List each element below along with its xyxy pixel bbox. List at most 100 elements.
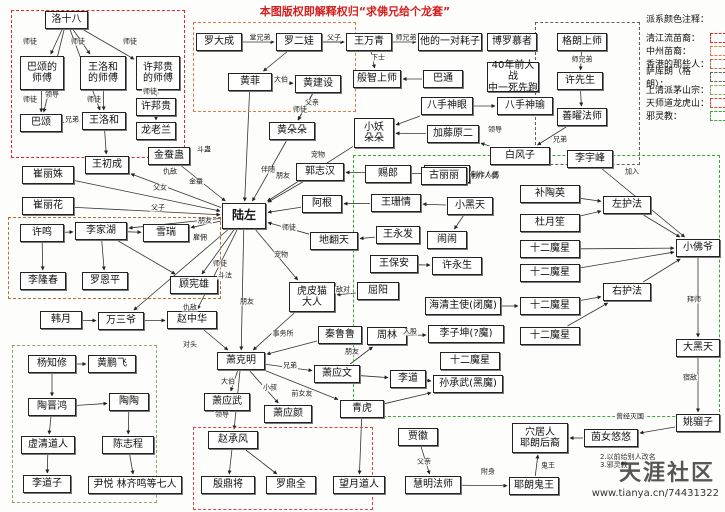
node-baifengzi: 白风子 — [490, 147, 550, 165]
node-xueyueren: 穴居人 耶朗后裔 — [512, 423, 568, 453]
node-haiqingzhu: 海清主使(闭魔) — [425, 297, 501, 315]
node-quyang: 屈阳 — [357, 282, 399, 300]
edge-label-el48: 宿敌 — [682, 373, 698, 382]
node-zhaozhonghua: 赵中华 — [167, 311, 217, 329]
edge-luzuo-zhaozhonghua — [197, 229, 238, 310]
edge-lao18-xblsf — [83, 29, 135, 60]
node-forty_years: 40年前大战 中一死先跑 — [487, 59, 539, 94]
edge-lijiahu-luoenping — [101, 240, 106, 271]
edge-zhaochengfeng-yinguangjiang — [227, 449, 233, 475]
edge-xiaoheitian-minmin — [454, 215, 464, 230]
edge-label-el6: 师徒 — [142, 87, 158, 96]
node-boyuedalao: 博罗慕者 — [487, 33, 537, 51]
node-wangchucheng: 王初成 — [85, 156, 129, 174]
note-doll: 制作人偶 — [470, 172, 498, 180]
node-xiaoheitian: 小黑天 — [447, 197, 493, 215]
edge-label-el43: 师徒 — [292, 105, 308, 114]
node-duyuezhi: 杜月笙 — [520, 214, 580, 232]
edge-qinghu-wangyuedaoren — [357, 418, 363, 475]
node-guozhixun: 郭志汉 — [296, 163, 344, 181]
edge-label-el29: 宠物 — [273, 250, 289, 259]
node-xiaoyaoduoduo: 小妖 朵朵 — [354, 118, 394, 148]
legend-title: 派系颜色注释： — [646, 15, 710, 25]
node-tadapuzi: 他的一对耗子 — [418, 33, 482, 51]
node-xuming: 许鸣 — [20, 224, 64, 242]
edge-qinghu-sunchengwu — [384, 391, 432, 404]
edge-label-el18: 宠物 — [310, 150, 326, 159]
edge-label-el15: 斗蛊 — [196, 145, 212, 154]
node-zuohufa: 左护法 — [603, 196, 651, 214]
node-zhouling: 周林 — [367, 327, 407, 345]
node-yinyue: 尹悦 林齐鸣等七人 — [88, 476, 182, 494]
edge-label-el3: 师徒 — [122, 37, 138, 46]
edge-label-el49: 父亲 — [416, 457, 432, 466]
node-shanyaoshi: 善曜法师 — [557, 108, 607, 126]
node-youhufa: 右护法 — [603, 283, 651, 301]
legend-item-label: 上清派茅山宗： — [646, 86, 710, 96]
node-jiashu: 贾徽 — [398, 428, 438, 446]
edge-label-el21: 父子 — [150, 203, 166, 212]
node-shierhuo1: 十二魔星 — [520, 240, 580, 258]
edge-label-el12: 师兄弟 — [570, 55, 594, 64]
edge-label-el52: 曾经灭国 — [615, 412, 645, 421]
node-wansanye: 万三爷 — [98, 312, 144, 330]
edge-xuming-lilongchun — [40, 242, 45, 271]
node-bashoushenming: 八手神眼 — [421, 97, 473, 115]
edge-shierhuo3-youhufa — [580, 295, 602, 301]
legend-item-label: 邪灵教： — [646, 112, 683, 122]
edge-yelanggui-xueyueren — [534, 454, 540, 477]
node-bashoushenyu: 八手神瑜 — [497, 97, 553, 115]
legend-item: 中州苗裔： — [646, 44, 725, 57]
node-hulinlao: 虎皮猫 大人 — [289, 282, 335, 312]
edge-label-el39: 小叔 — [262, 383, 278, 392]
node-xblsf: 许邦贵 的师傅 — [136, 56, 180, 90]
note-footnotes: 2.以前给别人改名 3.邪灵教 — [600, 453, 656, 470]
node-yinguangjiang: 殷鼎将 — [201, 476, 255, 494]
edge-label-el28: 事务所 — [271, 329, 295, 338]
node-dudacheng: 罗大成 — [196, 33, 242, 51]
edge-xuxiansheng-shanyaoshi — [579, 90, 584, 107]
edge-xiaokeming-qinghu — [265, 370, 339, 401]
edge-duyuezhi-zuohufa — [580, 209, 602, 217]
edge-label-el38: 大伯 — [220, 377, 236, 386]
edge-shanyaoshi-baifengzi — [537, 126, 567, 146]
edge-luzuo-wansanye — [133, 229, 228, 311]
edge-label-el27: 朋友 — [239, 297, 255, 306]
edge-label-el53: 前女友 — [290, 389, 314, 398]
node-lidaozi: 李道子 — [23, 475, 71, 493]
node-zhefei: 黄菲 — [228, 73, 272, 91]
node-jiezi: 姚骝子 — [676, 414, 720, 432]
page-title: 本图版权即解释权归“求佛兄给个龙套” — [259, 5, 451, 18]
legend-swatch — [710, 97, 725, 108]
edge-guozhixun-luzuo — [267, 181, 303, 203]
edge-lijiahu-guwenshou — [118, 240, 176, 275]
legend-item: 萨库朗（格朗）： — [646, 67, 725, 90]
edge-lao18-bslsf — [50, 29, 63, 55]
edge-label-el42: 兄弟 — [552, 135, 568, 144]
node-huimingfashi: 慧明法师 — [405, 476, 461, 494]
node-luoenping: 罗恩平 — [82, 272, 128, 290]
legend-item-label: 萨库朗（格朗）： — [646, 66, 692, 90]
node-jinlingli: 金蚕蛊 — [148, 147, 190, 165]
edge-luzuo-wangchucheng — [130, 173, 222, 208]
legend-swatch — [710, 58, 725, 69]
edge-shierhuo2-xiaofoye — [580, 250, 675, 269]
node-wangjinan: 王保安 — [370, 255, 418, 273]
node-basong: 巴颂 — [20, 114, 62, 132]
edge-wangyongfa-tuhuitian — [359, 236, 376, 241]
edge-label-el45: 制作人偶 — [470, 170, 500, 179]
edge-wangluohe-wangchucheng — [104, 130, 109, 155]
edge-zhaozhonghua-xiaokeming — [203, 329, 229, 351]
edge-bashoushenming-xiaoyaoduoduo — [395, 115, 421, 126]
edge-taojinhong-xueqingdaoren — [47, 416, 52, 435]
node-zhaochengfeng: 赵承风 — [208, 431, 258, 449]
edge-label-el35: 朋友 — [344, 347, 360, 356]
node-lilongchun: 李隆春 — [20, 272, 66, 290]
node-luodingquan: 罗鼎全 — [266, 476, 316, 494]
node-xuyongsheng: 许永生 — [432, 257, 482, 275]
watermark-url: www.tianya.cn/74431322 — [591, 488, 719, 499]
edge-label-el16: 伴随 — [260, 165, 276, 174]
node-dahetian: 大黑天 — [676, 339, 720, 357]
node-tuhuitian: 地翻天 — [310, 232, 358, 250]
node-longlaolan: 龙老兰 — [136, 122, 176, 140]
